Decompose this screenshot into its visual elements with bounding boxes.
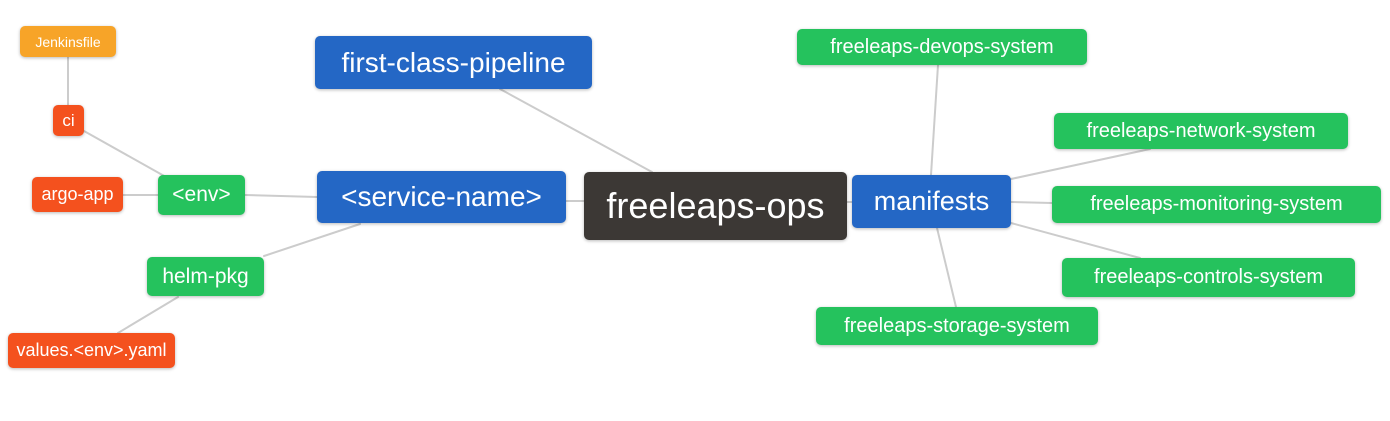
node-first-class-pipeline[interactable]: first-class-pipeline <box>315 36 592 89</box>
edge-manifests-to-freeleaps-monitoring-system <box>1010 201 1053 204</box>
edge-manifests-to-freeleaps-network-system <box>1010 148 1151 180</box>
node-freeleaps-ops[interactable]: freeleaps-ops <box>584 172 847 240</box>
node-values-env-yaml[interactable]: values.<env>.yaml <box>8 333 175 368</box>
edge-freeleaps-devops-system-to-manifests <box>930 64 939 176</box>
edge-helm-pkg-to-service-name <box>263 223 361 257</box>
edge-ci-to-env <box>83 130 167 178</box>
node-helm-pkg[interactable]: helm-pkg <box>147 257 264 296</box>
edge-values-env-yaml-to-helm-pkg <box>117 296 179 334</box>
node-jenkinsfile[interactable]: Jenkinsfile <box>20 26 116 57</box>
node-argo-app[interactable]: argo-app <box>32 177 123 212</box>
node-manifests[interactable]: manifests <box>852 175 1011 228</box>
node-env[interactable]: <env> <box>158 175 245 215</box>
edge-first-class-pipeline-to-freeleaps-ops <box>499 88 653 173</box>
node-freeleaps-devops-system[interactable]: freeleaps-devops-system <box>797 29 1087 65</box>
node-freeleaps-controls-system[interactable]: freeleaps-controls-system <box>1062 258 1355 297</box>
node-service-name[interactable]: <service-name> <box>317 171 566 223</box>
node-freeleaps-network-system[interactable]: freeleaps-network-system <box>1054 113 1348 149</box>
node-ci[interactable]: ci <box>53 105 84 136</box>
node-freeleaps-storage-system[interactable]: freeleaps-storage-system <box>816 307 1098 345</box>
edge-manifests-to-freeleaps-controls-system <box>1010 222 1141 259</box>
edge-env-to-service-name <box>244 194 318 198</box>
edge-manifests-to-freeleaps-storage-system <box>936 227 957 308</box>
node-freeleaps-monitoring-system[interactable]: freeleaps-monitoring-system <box>1052 186 1381 223</box>
